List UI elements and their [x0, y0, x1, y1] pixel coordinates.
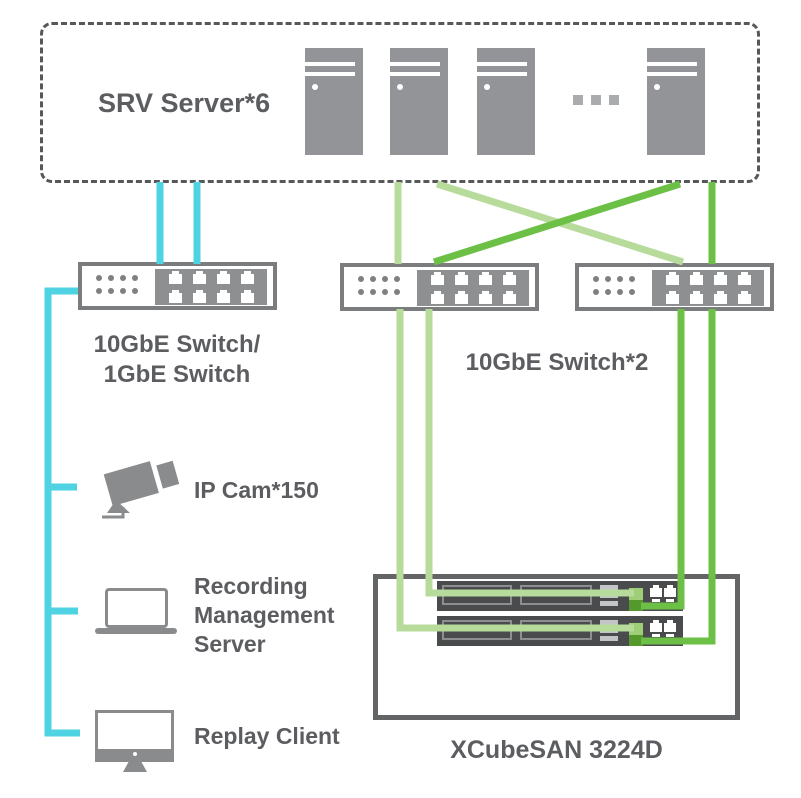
- san-controller-2: [437, 616, 683, 646]
- left-switch-label-line2: 1GbE Switch: [103, 361, 251, 388]
- port-dark-green: [629, 600, 643, 611]
- ip-camera-icon: [102, 460, 180, 519]
- recording-label-line2: Management: [194, 602, 335, 628]
- replay-client-label: Replay Client: [194, 723, 340, 749]
- cable-darkgreen-server-to-switch-a-diagonal: [432, 180, 682, 266]
- monitor-icon: [95, 710, 174, 762]
- rj45-port-icon: [454, 271, 468, 285]
- switch-led-grid: [358, 276, 400, 295]
- rj45-port-icon: [737, 290, 751, 304]
- rj45-port-icon: [664, 585, 676, 602]
- controller-vent-icon: [600, 585, 618, 607]
- controller-vent-icon: [600, 620, 618, 642]
- laptop-icon: [105, 588, 168, 628]
- rj45-port-icon: [502, 290, 516, 304]
- ip-cam-label: IP Cam*150: [194, 477, 319, 503]
- port-dark-green: [629, 635, 643, 646]
- recording-server-label: Recording Management Server: [194, 572, 335, 659]
- drive-bay-icon: [442, 620, 512, 640]
- drive-bay-icon: [442, 585, 512, 605]
- monitor-stand-icon: [123, 759, 147, 772]
- ellipsis-dots-icon: [573, 95, 621, 106]
- rj45-port-icon: [430, 271, 444, 285]
- monitor-chin: [98, 749, 171, 759]
- server-icon: [477, 48, 535, 155]
- rj45-port-icon: [192, 270, 206, 284]
- server-icon: [390, 48, 448, 155]
- rj45-port-icon: [713, 290, 727, 304]
- drive-bay-icon: [520, 620, 592, 640]
- san-controller-1: [437, 581, 683, 611]
- switch-pair-label: 10GbE Switch*2: [465, 349, 649, 376]
- port-light-green: [629, 623, 643, 635]
- rj45-port-icon: [665, 271, 679, 285]
- rj45-port-icon: [650, 585, 662, 602]
- server-icon: [305, 48, 363, 155]
- rj45-port-icon: [240, 270, 254, 284]
- switch-led-grid: [593, 276, 635, 295]
- rj45-port-icon: [689, 271, 703, 285]
- laptop-base-icon: [95, 628, 177, 634]
- rj45-port-icon: [502, 271, 516, 285]
- server-icon: [647, 48, 705, 155]
- rj45-port-icon: [689, 290, 703, 304]
- rj45-port-icon: [713, 271, 727, 285]
- rj45-port-icon: [430, 290, 444, 304]
- rj45-port-icon: [168, 289, 182, 303]
- server-group-label: SRV Server*6: [98, 88, 271, 118]
- rj45-port-icon: [665, 290, 679, 304]
- rj45-port-icon: [240, 289, 254, 303]
- switch-1gbe-10gbe: [78, 262, 277, 310]
- recording-label-line3: Server: [194, 631, 266, 657]
- switch-10gbe-a: [340, 263, 539, 311]
- switch-port-panel: [417, 270, 529, 306]
- rj45-port-icon: [216, 289, 230, 303]
- port-light-green: [629, 588, 643, 600]
- cable-lightgreen-server-to-switch-b-diagonal: [435, 180, 685, 266]
- san-label: XCubeSAN 3224D: [450, 736, 663, 764]
- switch-led-grid: [96, 275, 138, 294]
- rj45-port-icon: [664, 620, 676, 637]
- switch-port-panel: [652, 270, 764, 306]
- rj45-port-icon: [168, 270, 182, 284]
- rj45-port-icon: [478, 271, 492, 285]
- rj45-port-icon: [478, 290, 492, 304]
- drive-bay-icon: [520, 585, 592, 605]
- rj45-port-icon: [737, 271, 751, 285]
- recording-label-line1: Recording: [194, 573, 308, 599]
- rj45-port-icon: [650, 620, 662, 637]
- left-switch-label-line1: 10GbE Switch/: [93, 331, 261, 358]
- left-switch-label: 10GbE Switch/ 1GbE Switch: [37, 330, 317, 390]
- rj45-port-icon: [192, 289, 206, 303]
- rj45-port-icon: [216, 270, 230, 284]
- rj45-port-icon: [454, 290, 468, 304]
- switch-10gbe-b: [575, 263, 774, 311]
- switch-port-panel: [155, 269, 267, 305]
